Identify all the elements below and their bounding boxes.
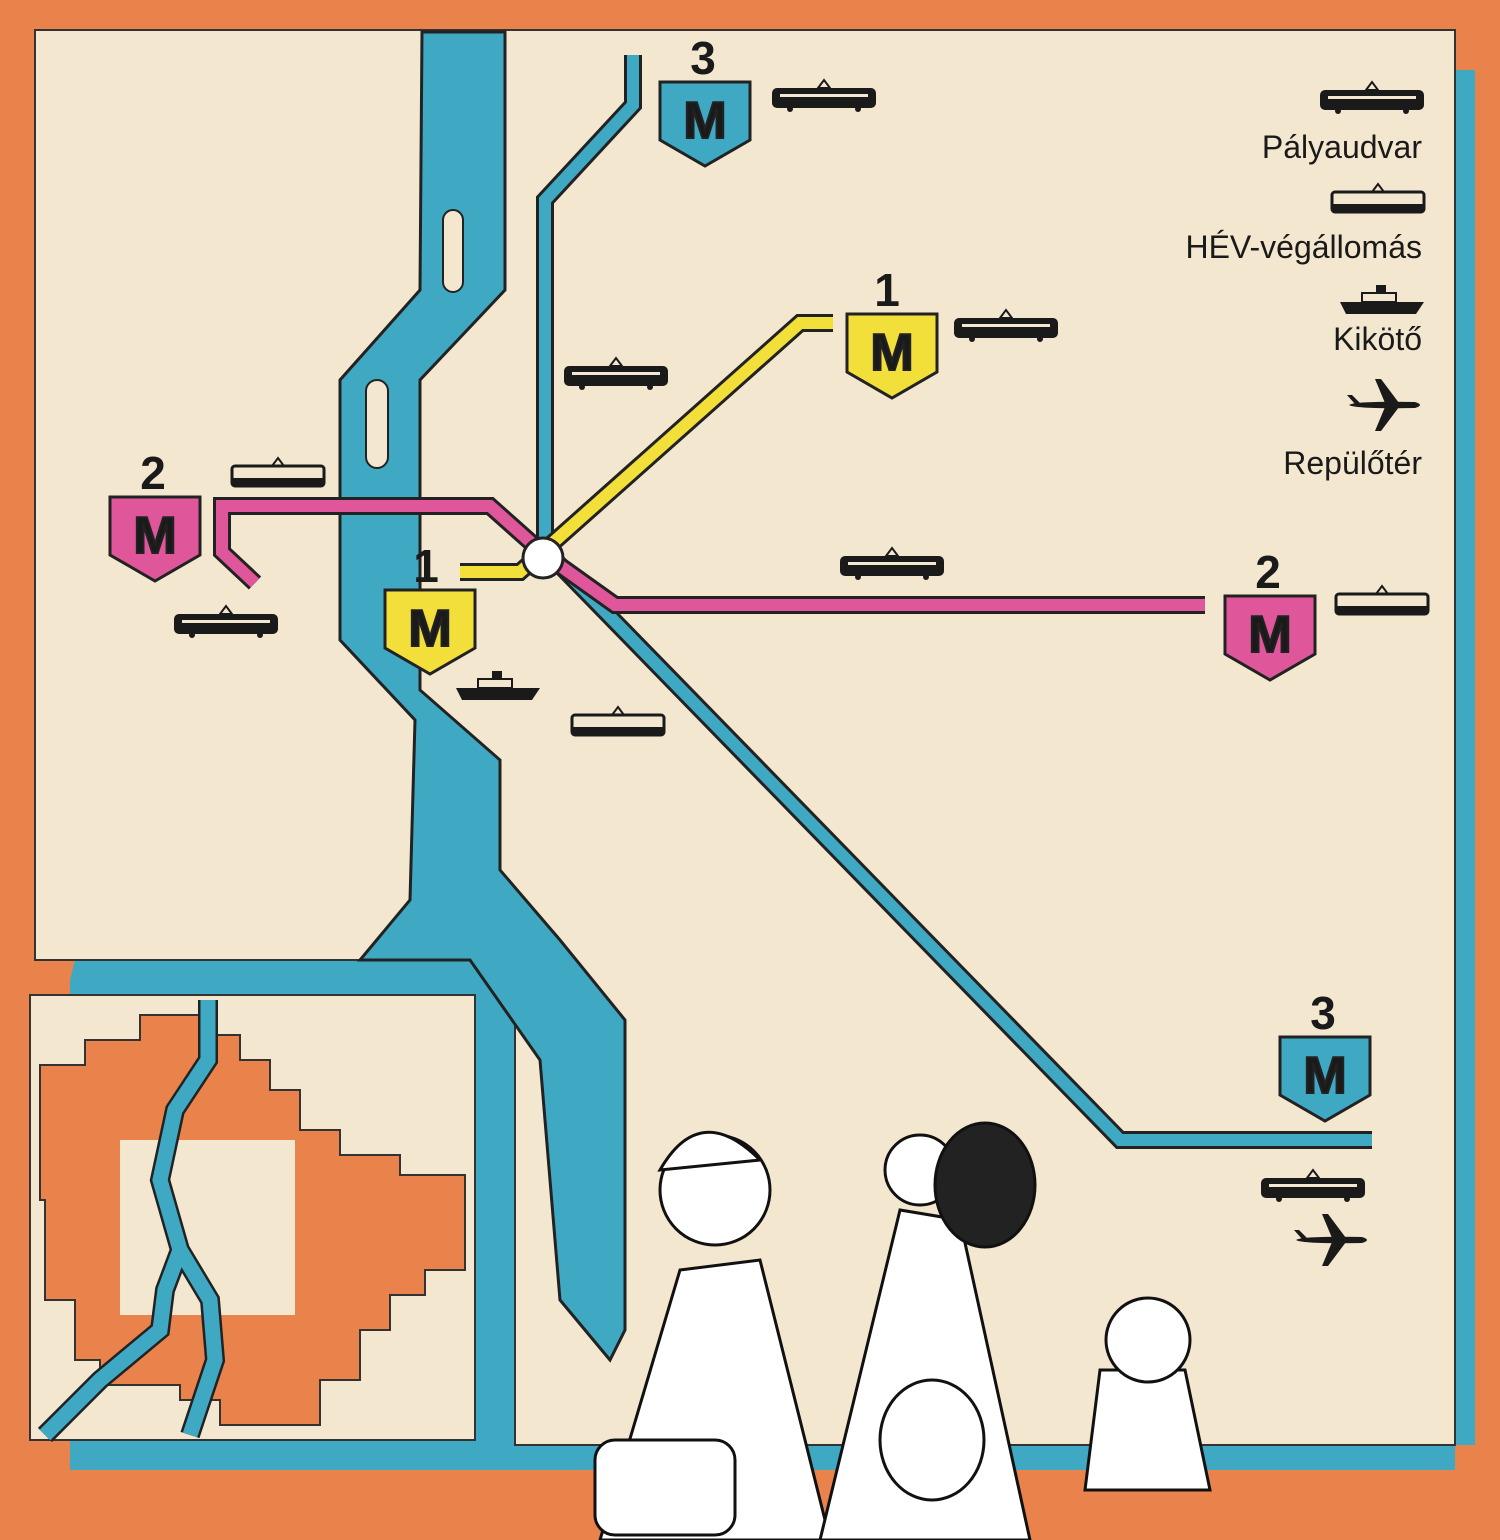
badge-m3-south[interactable]: M 3 [1278, 987, 1372, 1123]
metro-letter: M [408, 600, 451, 658]
legend-label: Pályaudvar [1262, 129, 1422, 165]
deak-ter-interchange [521, 536, 565, 580]
inset-shadow [475, 1035, 495, 1460]
badge-m2-east[interactable]: M 2 [1223, 546, 1317, 682]
legend: Pályaudvar HÉV-végállomás Kikötő Repülőt… [1185, 81, 1426, 481]
line-number: 1 [874, 264, 900, 316]
metro-letter: M [133, 507, 176, 565]
figure-woman-basket [878, 1378, 986, 1502]
legend-label: HÉV-végállomás [1185, 229, 1422, 265]
legend-label: Kikötő [1333, 321, 1422, 357]
cartoon-figures [593, 1121, 1212, 1540]
island [365, 379, 389, 469]
line-number: 3 [1310, 987, 1336, 1039]
badge-m1-south[interactable]: M 1 [383, 540, 477, 676]
line-number: 2 [1255, 546, 1281, 598]
inset-river [39, 1000, 223, 1441]
metro-line-3 [536, 55, 1372, 1149]
line-number: 3 [690, 32, 716, 84]
badge-m3-north[interactable]: M 3 [658, 32, 752, 168]
metro-letter: M [870, 324, 913, 382]
legend-label: Repülőtér [1283, 445, 1422, 481]
metro-line-2 [213, 497, 1205, 614]
line-number: 1 [413, 540, 439, 592]
line-number: 2 [140, 447, 166, 499]
river-danube [338, 30, 627, 1363]
metro-letter: M [1248, 606, 1291, 664]
figure-man-hat [657, 1131, 764, 1172]
metro-line-1 [460, 314, 833, 581]
metro-letter: M [1303, 1047, 1346, 1105]
figure-child-head [1104, 1296, 1192, 1384]
figure-man-bag [593, 1438, 737, 1537]
island [442, 209, 464, 293]
figure-woman-hair [933, 1121, 1037, 1249]
badge-m2-west[interactable]: M 2 [108, 447, 202, 583]
badge-m1-north[interactable]: M 1 [845, 264, 939, 400]
metro-letter: M [683, 92, 726, 150]
